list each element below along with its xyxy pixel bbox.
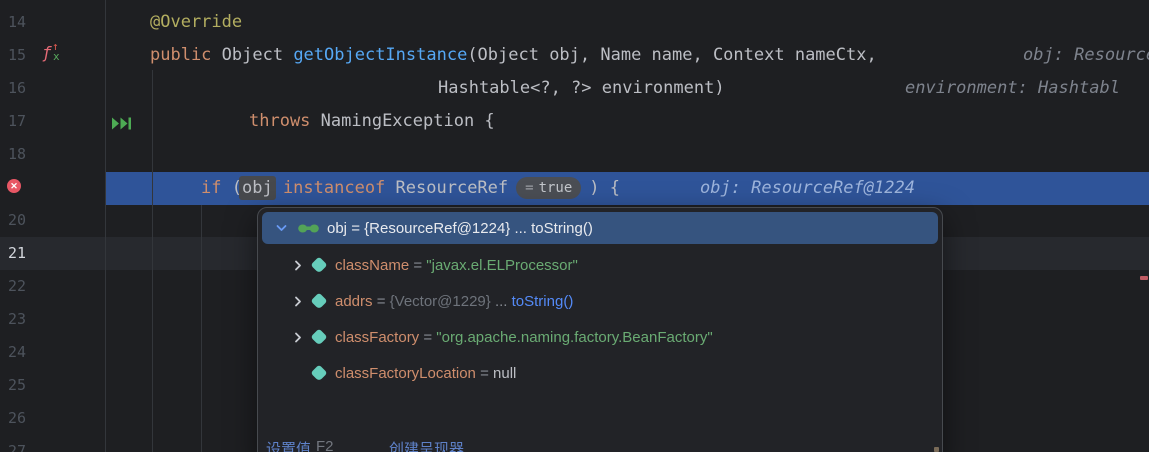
line-number: 18: [8, 145, 27, 163]
type-token: Object: [211, 45, 294, 65]
method-name-token: getObjectInstance: [293, 45, 468, 65]
chevron-right-icon[interactable]: [291, 260, 305, 271]
execution-line-highlight: [105, 172, 1149, 205]
chevron-right-icon[interactable]: [291, 332, 305, 343]
glasses-watch-icon: [298, 224, 319, 233]
debugger-inline-hint: obj: ResourceRef@1224: [700, 178, 915, 198]
line-number-current: 21: [8, 244, 27, 262]
chevron-right-icon[interactable]: [291, 296, 305, 307]
space: [273, 178, 283, 198]
footer-mini-icon: [934, 447, 939, 452]
code-line-17[interactable]: throws NamingException {: [0, 105, 1149, 138]
variable-value: null: [493, 364, 517, 382]
debugger-inline-hint: obj: ResourceRef@1224: [1023, 45, 1149, 65]
variable-name: className: [335, 256, 410, 274]
pill-value: true: [538, 180, 573, 196]
inline-evaluation-pill: =true: [516, 177, 582, 199]
skip-forward-gutter-icon[interactable]: [112, 115, 132, 134]
code-token: (: [221, 178, 242, 198]
set-value-link[interactable]: 设置值: [266, 441, 312, 452]
fx-glyph: ƒ: [42, 43, 52, 62]
popup-row-addrs[interactable]: addrs = {Vector@1229} ... toString(): [258, 283, 942, 319]
class-name-token: ResourceRef: [395, 178, 509, 198]
code-line-16[interactable]: Hashtable<?, ?> environment) environment:…: [0, 72, 1149, 105]
line-number: 16: [8, 79, 27, 97]
line-number: 23: [8, 310, 27, 328]
ellipsis: ...: [510, 219, 532, 237]
tostring-link[interactable]: toString(): [531, 219, 593, 237]
popup-row-obj[interactable]: obj = {ResourceRef@1224} ... toString(): [262, 212, 938, 244]
debugger-variables-popup: obj = {ResourceRef@1224} ... toString() …: [257, 207, 943, 452]
skip-forward-icon: [112, 117, 131, 130]
equals-sign: =: [475, 364, 494, 382]
pill-equals: =: [525, 180, 534, 196]
annotation-token: @Override: [150, 12, 243, 32]
popup-row-className[interactable]: className = "javax.el.ELProcessor": [258, 247, 942, 283]
popup-row-classFactoryLocation[interactable]: classFactoryLocation = null: [258, 355, 942, 391]
keyword-token: instanceof: [282, 178, 386, 198]
line-number: 26: [8, 409, 27, 427]
tag-field-icon: [310, 256, 328, 274]
variable-name: classFactoryLocation: [335, 364, 476, 382]
code-line-15[interactable]: public Object getObjectInstance(Object o…: [0, 39, 1149, 72]
code-line-19[interactable]: if (obj instanceof ResourceRef =true ) { ob…: [0, 172, 1149, 205]
tag-field-icon: [310, 292, 328, 310]
breakpoint-error-icon[interactable]: ✕: [7, 179, 21, 193]
params-token: (Object obj, Name name, Context nameCtx,: [467, 45, 877, 65]
line-number: 20: [8, 211, 27, 229]
tostring-link[interactable]: toString(): [511, 292, 574, 310]
variable-value: {Vector@1229}: [389, 292, 491, 310]
equals-sign: =: [372, 292, 390, 310]
popup-row-classFactory[interactable]: classFactory = "org.apache.naming.factor…: [258, 319, 942, 355]
code-line-14[interactable]: @Override: [0, 6, 1149, 39]
variable-name: classFactory: [335, 328, 420, 346]
gutter-separator: [105, 0, 106, 452]
variable-name: obj: [327, 219, 348, 237]
debugger-inline-hint: environment: Hashtabl: [905, 78, 1120, 98]
tag-field-icon: [310, 328, 328, 346]
tag-field-icon: [310, 364, 328, 382]
up-arrow-glyph: ↑: [52, 40, 59, 53]
variable-name: addrs: [335, 292, 373, 310]
error-stripe-mark[interactable]: [1140, 276, 1148, 280]
x-glyph: x: [53, 50, 60, 63]
keyword-token: public: [150, 45, 212, 65]
equals-sign: =: [419, 328, 437, 346]
set-value-shortcut: F2: [316, 438, 334, 452]
indent-guide-1: [152, 70, 153, 452]
variable-value: "javax.el.ELProcessor": [426, 256, 578, 274]
evaluated-variable-token[interactable]: obj: [238, 176, 276, 200]
line-number: 25: [8, 376, 27, 394]
keyword-token: throws: [249, 111, 311, 131]
line-number: 27: [8, 442, 27, 452]
params-token: Hashtable<?, ?> environment): [438, 78, 725, 98]
create-renderer-link[interactable]: 创建呈现器: [389, 441, 465, 452]
variable-value: {ResourceRef@1224}: [364, 219, 511, 237]
code-token: ) {: [589, 178, 621, 198]
line-number: 14: [8, 13, 27, 31]
indent-guide-2: [201, 205, 202, 452]
equals-sign: =: [347, 219, 365, 237]
ellipsis: ...: [490, 292, 512, 310]
line-number: 15: [8, 46, 27, 64]
variable-value: "org.apache.naming.factory.BeanFactory": [436, 328, 713, 346]
chevron-down-icon[interactable]: [274, 224, 288, 232]
line-number: 24: [8, 343, 27, 361]
space: [385, 178, 395, 198]
code-token: NamingException {: [310, 111, 495, 131]
fx-method-gutter-icon[interactable]: ƒ ↑ x: [42, 40, 64, 64]
line-number: 22: [8, 277, 27, 295]
keyword-token: if: [201, 178, 222, 198]
line-number: 17: [8, 112, 27, 130]
equals-sign: =: [409, 256, 427, 274]
